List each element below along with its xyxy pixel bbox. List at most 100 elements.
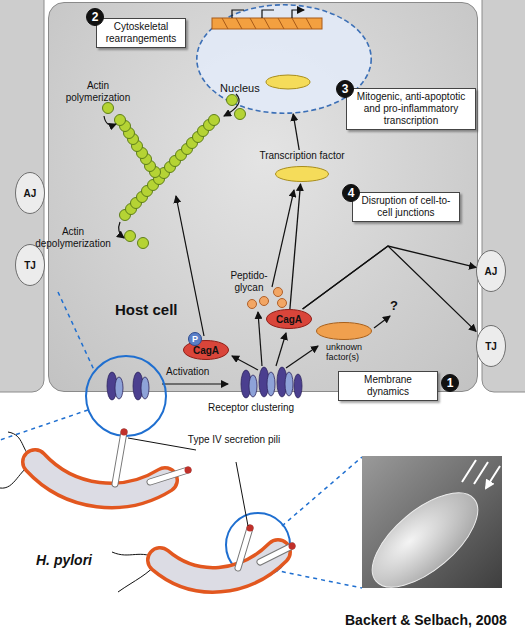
callout-number: 4: [342, 184, 360, 202]
actin-filament: [120, 121, 131, 132]
actin-filament: [150, 167, 161, 178]
cell-junction: TJ: [476, 325, 506, 367]
signal-arrow: [162, 190, 390, 384]
node-outline-shape: [337, 81, 354, 98]
node-text: 3: [342, 82, 349, 96]
peptidoglycan-particle: [260, 297, 269, 306]
membrane-receptor: [115, 377, 123, 399]
node-text: Host cell: [115, 301, 178, 318]
sem-micrograph: [357, 476, 494, 604]
membrane-receptor: [241, 370, 251, 398]
caga-protein: CagA: [266, 309, 312, 329]
node-text: 1: [447, 376, 454, 390]
type-iv-pilus: [289, 543, 296, 550]
text-label: Activation: [166, 366, 230, 378]
node-text: AJ: [24, 188, 37, 199]
connector-arrow: [303, 246, 476, 309]
membrane-receptor: [107, 372, 117, 400]
text-label: Peptido- glycan: [226, 270, 272, 294]
dna-strand: [212, 10, 322, 29]
signal-arrow: [374, 316, 390, 328]
h-pylori-bacterium: [35, 462, 278, 580]
peptidoglycan-particle: [248, 300, 257, 309]
node-text: CagA: [276, 314, 302, 325]
actin-dynamics-arrow: [224, 94, 239, 116]
actin-filament: [137, 192, 148, 203]
node-outline-shape: [442, 375, 459, 392]
actin-filament: [235, 109, 246, 120]
actin-filament: [193, 132, 204, 143]
process-box: Membrane dynamics: [338, 371, 438, 401]
process-box: Mitogenic, anti-apoptotic and pro-inflam…: [346, 88, 476, 130]
host-cell: Host cellNucleus2Cytoskeletal rearrangem…: [48, 2, 478, 392]
zoom-guide-line: [58, 292, 94, 370]
zoom-guide-line: [0, 410, 88, 440]
zoom-guide-line: [282, 457, 362, 526]
phosphate-circle: P: [188, 332, 202, 346]
node-outline: [275, 166, 329, 182]
membrane-receptor: [107, 367, 302, 400]
actin-filament: [182, 144, 193, 155]
node-outline-shape: [87, 9, 104, 26]
cell-junction: AJ: [15, 172, 45, 214]
text-label: H. pylori: [36, 552, 126, 568]
flagellum: [112, 552, 160, 560]
membrane-receptor: [285, 372, 293, 396]
zoom-circle: [226, 513, 290, 577]
actin-filament: [132, 141, 143, 152]
signal-arrow: [276, 333, 286, 366]
text-label: Actin polymerization: [60, 80, 136, 104]
membrane-receptor: [294, 374, 302, 398]
actin-filament: [126, 204, 137, 215]
actin-filament: [145, 161, 156, 172]
sem-micrograph: [362, 456, 502, 588]
node-text: TJ: [24, 260, 36, 271]
flagellum: [0, 432, 160, 592]
type-iv-pilus: [115, 429, 296, 569]
signal-arrow: [162, 383, 228, 384]
node-text: 4: [348, 186, 355, 200]
flagellum: [8, 432, 35, 462]
actin-filament: [103, 103, 114, 114]
node-outline-shape: [477, 251, 506, 292]
node-outline-shape: [197, 5, 371, 113]
node-outline: [316, 322, 372, 340]
node-outline-shape: [477, 326, 506, 367]
node-text: Mitogenic, anti-apoptotic and pro-inflam…: [357, 91, 465, 126]
h-pylori-bacterium: [160, 552, 278, 580]
signal-arrow: [232, 356, 258, 370]
actin-filament: [131, 198, 142, 209]
actin-filament: [187, 138, 198, 149]
node-outline-shape: [184, 341, 229, 360]
actin-dynamics-arrow: [104, 116, 116, 125]
process-box: Cytoskeletal rearrangements: [96, 18, 186, 48]
membrane-receptor: [141, 377, 149, 399]
signal-arrow: [176, 196, 204, 336]
actin-filament: [227, 95, 238, 106]
signal-arrow: [286, 346, 318, 368]
actin-filament: [115, 115, 126, 126]
node-text: P: [192, 334, 198, 344]
zoom-guide-line: [0, 292, 362, 588]
transcription-factor: Transcription factor: [254, 150, 350, 184]
type-iv-pilus: [115, 432, 292, 568]
actin-filament: [204, 120, 215, 131]
zoom-guide-line: [274, 570, 362, 588]
type-iv-pilus: [247, 525, 254, 532]
actin-filament: [154, 174, 165, 185]
type-iv-pilus: [121, 429, 128, 436]
node-text: CagA: [193, 345, 219, 356]
membrane-receptor: [259, 367, 269, 397]
callout-number: 2: [86, 8, 104, 26]
node-outline-shape: [189, 333, 202, 346]
actin-filament: [148, 180, 159, 191]
node-outline-shape: [267, 310, 312, 329]
sem-micrograph: [462, 460, 500, 488]
actin-filament: [137, 148, 148, 159]
peptidoglycan-particle: [274, 288, 283, 297]
node-outline-shape: [16, 245, 45, 286]
neighbor-cell: [0, 0, 525, 392]
node-outline-shape: [343, 185, 360, 202]
membrane-receptor: [267, 372, 275, 396]
